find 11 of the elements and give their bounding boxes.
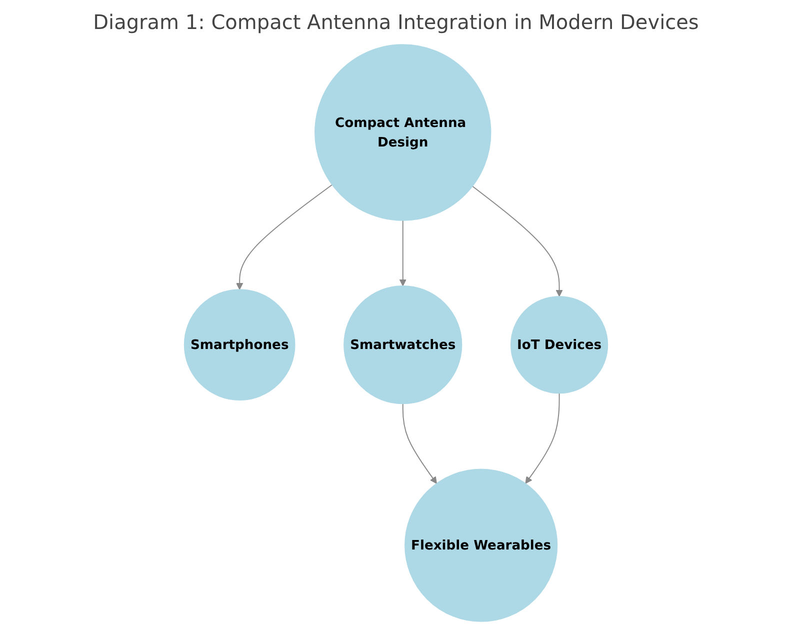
arrow (399, 220, 406, 286)
arrow (402, 403, 437, 484)
diagram-title: Diagram 1: Compact Antenna Integration in Modern Devices (92, 10, 700, 34)
arrow (472, 186, 563, 297)
node-circle: Smartphones (184, 289, 296, 400)
node-circle: Compact Antenna Design (314, 44, 492, 221)
node-circle: Flexible Wearables (404, 468, 558, 622)
node-circle: Smartwatches (344, 285, 462, 404)
node-circle: IoT Devices (510, 296, 608, 394)
arrow (236, 184, 333, 290)
arrow (525, 392, 560, 484)
